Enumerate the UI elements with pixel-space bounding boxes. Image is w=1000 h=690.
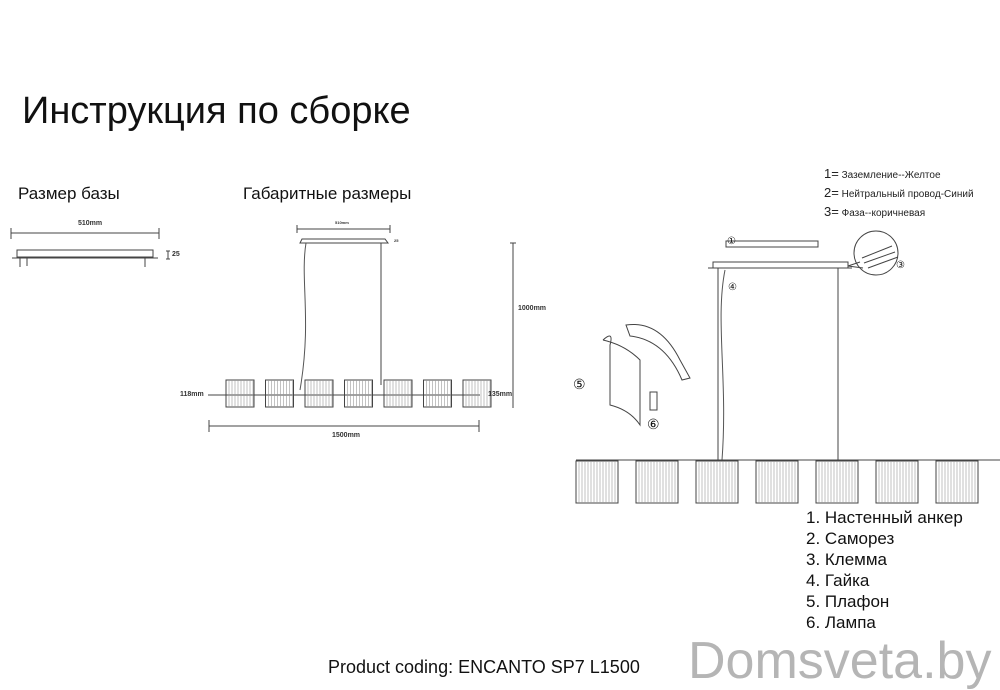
lampshade bbox=[423, 379, 452, 408]
lampshade bbox=[875, 460, 919, 504]
lampshade bbox=[815, 460, 859, 504]
lampshade bbox=[304, 379, 334, 408]
parts-list-item: 1. Настенный анкер bbox=[806, 508, 963, 527]
base-height-label: 25 bbox=[172, 251, 180, 258]
wiring-legend-2: 2= Нейтральный провод-Синий bbox=[824, 185, 974, 200]
lampshade bbox=[462, 379, 492, 408]
lampshade bbox=[265, 379, 294, 408]
total-length-label: 1500mm bbox=[332, 432, 361, 439]
parts-list-item: 4. Гайка bbox=[806, 571, 870, 590]
parts-list-item: 6. Лампа bbox=[806, 613, 876, 632]
watermark: Domsveta.by bbox=[688, 632, 992, 690]
callout-1: ① bbox=[727, 236, 736, 247]
lampshade bbox=[575, 460, 619, 504]
callout-4: ④ bbox=[728, 282, 737, 293]
installation-drawing bbox=[575, 230, 1000, 504]
parts-list-item: 5. Плафон bbox=[806, 592, 890, 611]
lampshade bbox=[695, 460, 739, 504]
base-size-drawing bbox=[10, 228, 170, 267]
top-height-label: 25 bbox=[394, 238, 399, 243]
wiring-legend-3: 3= Фаза--коричневая bbox=[824, 204, 926, 219]
lampshade bbox=[755, 460, 799, 504]
lampshade bbox=[635, 460, 679, 504]
parts-list-item: 2. Саморез bbox=[806, 529, 895, 548]
product-coding: Product coding: ENCANTO SP7 L1500 bbox=[328, 657, 640, 677]
callout-6: ⑥ bbox=[647, 416, 660, 432]
shade-height-right-label: 135mm bbox=[488, 391, 513, 398]
lampshade bbox=[935, 460, 979, 504]
suspension-height-label: 1000mm bbox=[518, 305, 547, 312]
parts-list-item: 3. Клемма bbox=[806, 550, 888, 569]
page-title: Инструкция по сборке bbox=[22, 90, 411, 132]
shade-height-left-label: 118mm bbox=[180, 391, 204, 398]
callout-5: ⑤ bbox=[573, 376, 586, 392]
overall-dimensions-heading: Габаритные размеры bbox=[243, 184, 412, 203]
lampshade bbox=[344, 379, 373, 408]
lampshade bbox=[383, 379, 413, 408]
overall-dimensions-drawing bbox=[208, 225, 516, 432]
base-size-heading: Размер базы bbox=[18, 184, 120, 203]
top-width-label: 510mm bbox=[335, 220, 349, 225]
base-width-label: 510mm bbox=[78, 220, 103, 227]
lampshade bbox=[225, 379, 255, 408]
callout-3: ③ bbox=[896, 260, 905, 271]
wiring-legend-1: 1= Заземление--Желтое bbox=[824, 166, 941, 181]
parts-list: 1. Настенный анкер 2. Саморез 3. Клемма … bbox=[806, 507, 963, 633]
